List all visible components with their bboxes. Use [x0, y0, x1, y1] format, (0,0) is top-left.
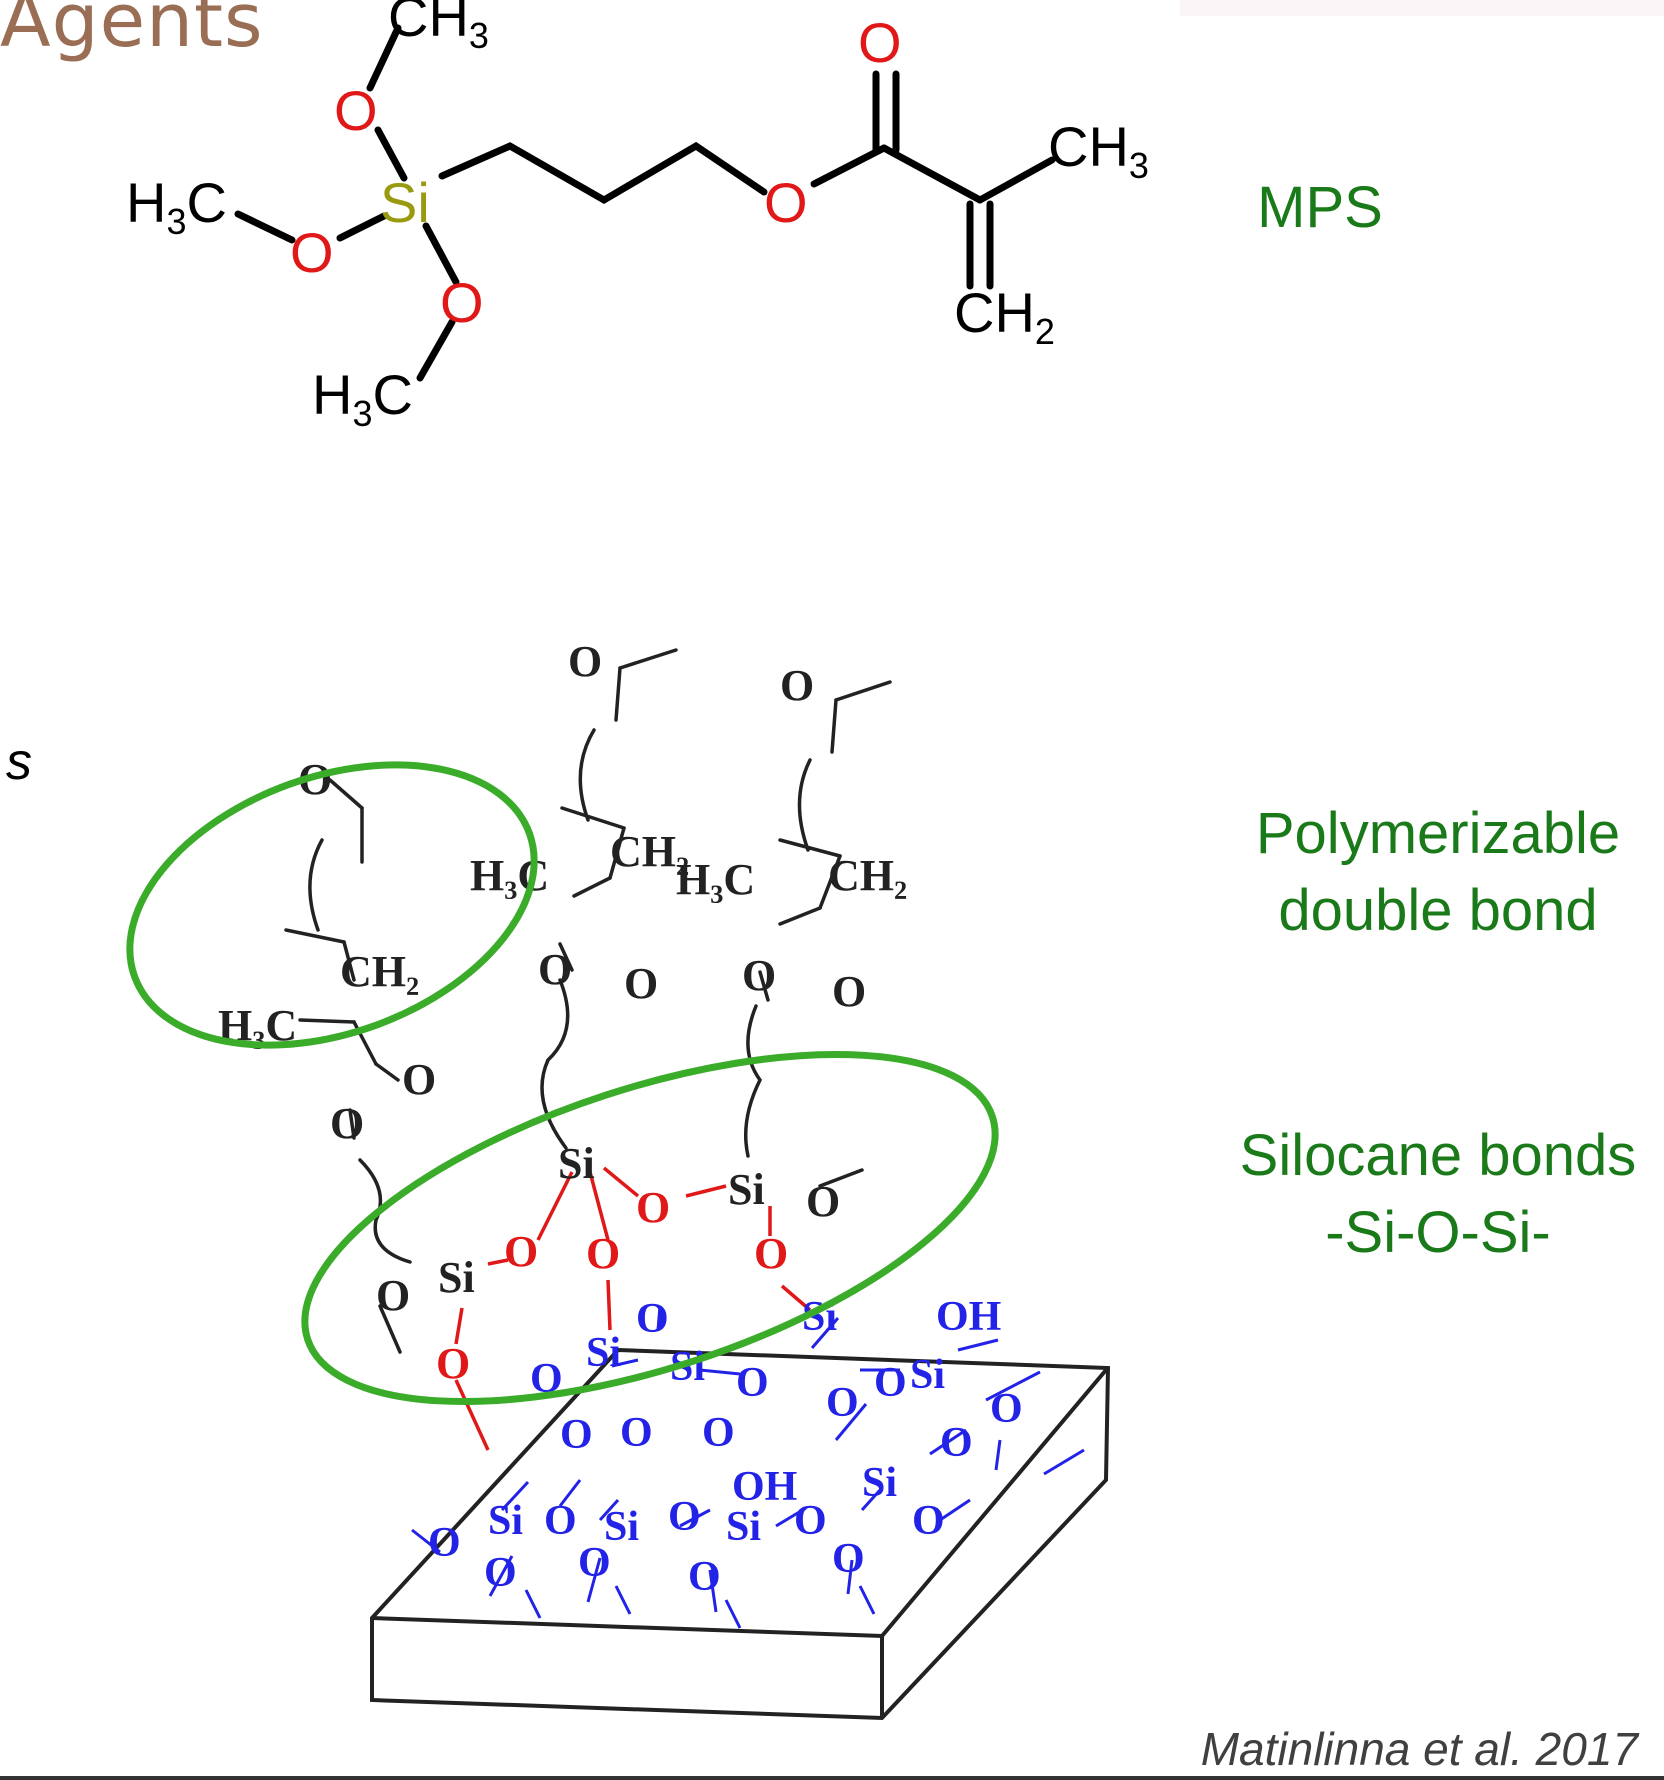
label-line: Silocane bonds — [1239, 1123, 1637, 1188]
label-line: double bond — [1278, 877, 1598, 943]
atom-silicon: Si — [862, 1460, 897, 1506]
label-mps: MPS — [1257, 175, 1383, 240]
mps-atom-labels: CH3 O H3C Si O O H3C O O CH3 CH2 — [126, 0, 1149, 434]
atom-oxygen: O — [544, 1498, 577, 1544]
atom-oxygen: O — [826, 1380, 859, 1426]
atom-oxygen: O — [636, 1183, 670, 1232]
atom-oxygen: O — [560, 1412, 593, 1458]
atom-hydroxyl: OH — [732, 1464, 797, 1510]
substrate-slab — [370, 1347, 1111, 1721]
atom-silicon: Si — [726, 1504, 761, 1550]
atom-ch2-label: CH₂ — [828, 851, 907, 900]
atom-silicon: Si — [438, 1253, 475, 1302]
atom-oxygen: O — [586, 1229, 620, 1278]
atom-oxygen: O — [376, 1271, 410, 1320]
atom-oxygen: O — [780, 661, 814, 710]
atom-oxygen: O — [636, 1296, 669, 1342]
atom-hydroxyl: OH — [936, 1294, 1001, 1340]
atom-oxygen: O — [334, 79, 378, 142]
atom-oxygen: O — [940, 1420, 973, 1466]
atom-oxygen: O — [668, 1494, 701, 1540]
atom-silicon: Si — [910, 1352, 945, 1398]
atom-oxygen: O — [702, 1410, 735, 1456]
atom-oxygen: O — [568, 637, 602, 686]
cropped-left-text: s — [6, 733, 32, 791]
atom-oxygen: O — [874, 1360, 907, 1406]
top-bar-strip — [1180, 0, 1664, 16]
atom-oxygen: O — [858, 11, 902, 74]
slide-title-fragment: Agents — [0, 0, 264, 64]
atom-silicon: Si — [488, 1498, 523, 1544]
atom-silicon: Si — [558, 1139, 595, 1188]
surface-black-labels: O O O H₃C CH₂ H₃C CH₂ CH₂ H₃C O O O O O … — [218, 637, 907, 1320]
atom-oxygen: O — [736, 1360, 769, 1406]
atom-oxygen: O — [436, 1339, 470, 1388]
atom-oxygen: O — [428, 1520, 461, 1566]
atom-oxygen: O — [484, 1550, 517, 1596]
atom-oxygen: O — [538, 945, 572, 994]
atom-oxygen: O — [620, 1410, 653, 1456]
atom-oxygen: O — [832, 1536, 865, 1582]
atom-ch3-label: H₃C — [676, 855, 755, 904]
ellipse-silocane — [301, 1050, 999, 1406]
ellipse-double-bond — [126, 761, 538, 1049]
atom-ch2-label: CH₂ — [340, 947, 419, 996]
atom-oxygen: O — [688, 1554, 721, 1600]
atom-silicon: Si — [586, 1330, 621, 1376]
silocane-red-bonds — [454, 1166, 812, 1451]
highlight-ellipses — [126, 761, 999, 1406]
atom-h3c-bottom: H3C — [312, 363, 413, 434]
atom-oxygen: O — [290, 221, 334, 284]
atom-silicon: Si — [380, 171, 430, 234]
citation: Matinlinna et al. 2017 — [1200, 1723, 1638, 1775]
atom-ch3-top: CH3 — [388, 0, 489, 56]
atom-oxygen: O — [794, 1498, 827, 1544]
mps-molecule — [234, 24, 1056, 382]
atom-oxygen: O — [624, 959, 658, 1008]
atom-silicon: Si — [604, 1504, 639, 1550]
atom-oxygen: O — [754, 1229, 788, 1278]
organic-chains — [284, 648, 892, 1354]
atom-h3c-left: H3C — [126, 171, 227, 242]
atom-oxygen: O — [330, 1099, 364, 1148]
atom-ch3-right: CH3 — [1048, 115, 1149, 186]
atom-oxygen: O — [806, 1177, 840, 1226]
label-silocane-bonds: Silocane bonds -Si-O-Si- — [1208, 1118, 1664, 1271]
label-line: Polymerizable — [1255, 801, 1621, 866]
atom-oxygen: O — [764, 171, 808, 234]
atom-oxygen: O — [440, 271, 484, 334]
atom-ch2: CH2 — [954, 281, 1055, 352]
atom-silicon: Si — [728, 1165, 765, 1214]
atom-oxygen: O — [832, 967, 866, 1016]
surface-blue-bonds — [411, 1305, 1085, 1629]
atom-oxygen: O — [578, 1540, 611, 1586]
atom-oxygen: O — [742, 951, 776, 1000]
surface-red-labels: O O O O O — [436, 1183, 788, 1388]
atom-oxygen: O — [504, 1227, 538, 1276]
label-polymerizable-double-bond: Polymerizable double bond — [1208, 796, 1664, 949]
label-line: -Si-O-Si- — [1325, 1199, 1551, 1265]
bottom-rule — [0, 1776, 1664, 1780]
atom-oxygen: O — [402, 1055, 436, 1104]
atom-oxygen: O — [912, 1498, 945, 1544]
atom-ch2-label: CH₂ — [610, 827, 689, 876]
atom-oxygen: O — [990, 1386, 1023, 1432]
